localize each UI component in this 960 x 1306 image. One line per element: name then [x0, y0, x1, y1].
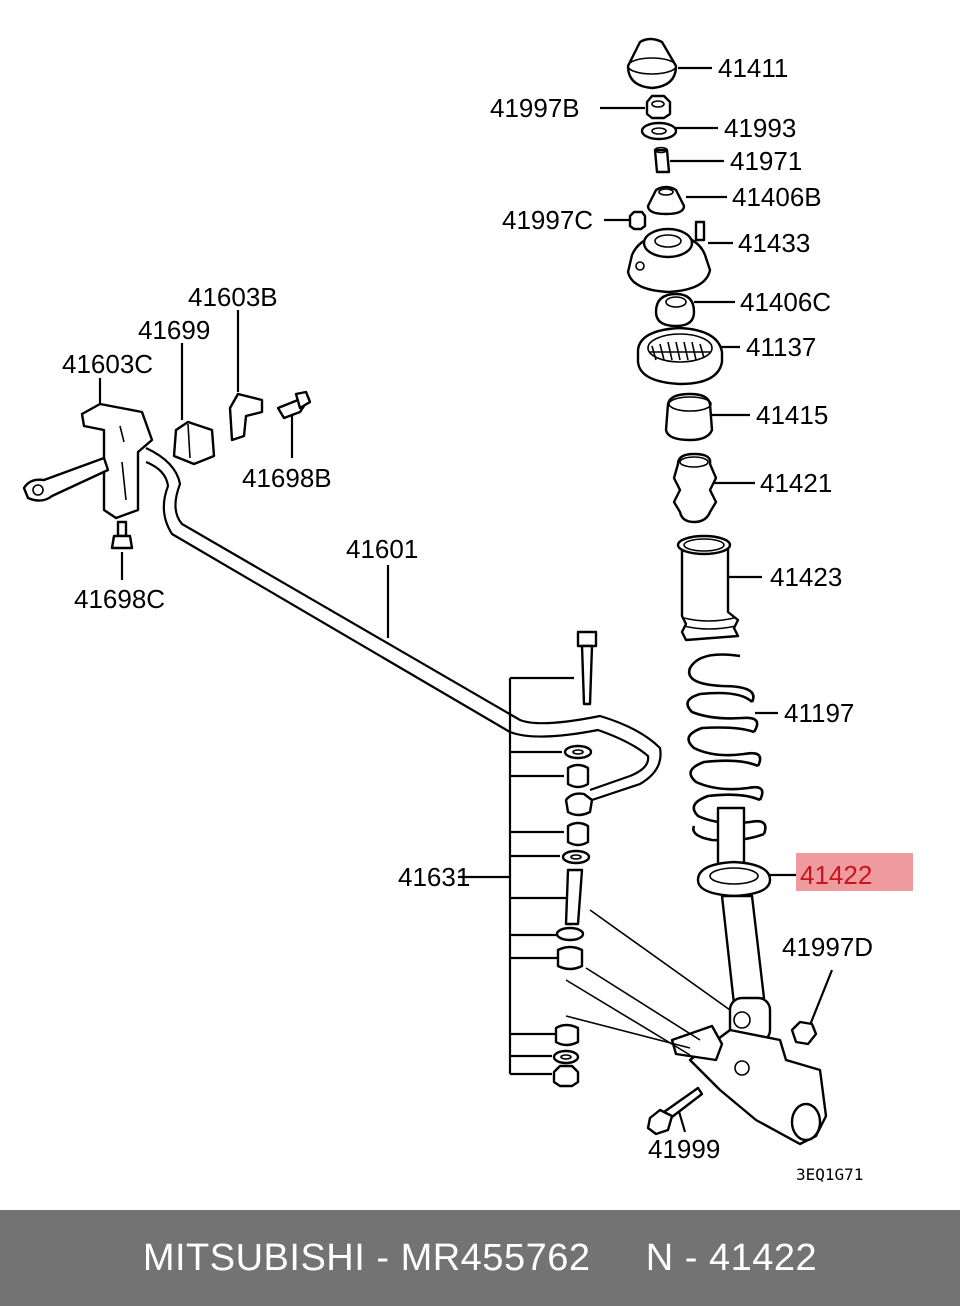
footer-bar: MITSUBISHI - MR455762 N - 41422 [0, 1210, 960, 1306]
label-41423: 41423 [770, 562, 842, 592]
label-41971: 41971 [730, 146, 802, 176]
label-41601: 41601 [346, 534, 418, 564]
upper-mount-41433 [626, 220, 712, 294]
nut-41997D [790, 1020, 818, 1046]
label-41631: 41631 [398, 862, 470, 892]
bump-stop-seat-41415 [664, 392, 714, 442]
link-parts [458, 630, 731, 1088]
stabilizer-bar-41601 [145, 447, 662, 802]
label-41999: 41999 [648, 1134, 720, 1164]
bushing-41406C [654, 292, 696, 328]
label-41698C: 41698C [74, 584, 165, 614]
nut-41997C [628, 210, 647, 231]
label-41698B: 41698B [242, 463, 332, 493]
part-number-caption: MITSUBISHI - MR455762 N - 41422 [142, 1236, 818, 1279]
left-bracket-assembly [22, 390, 312, 550]
parts-diagram: 41411 41997B 41993 41971 41406B 41997C 4… [22, 37, 913, 1184]
label-41137: 41137 [746, 332, 816, 362]
strut-assembly [626, 37, 828, 1146]
label-41997C: 41997C [502, 205, 593, 235]
dust-boot-41423 [676, 534, 740, 642]
label-41603C: 41603C [62, 349, 153, 379]
bump-cap-41411 [626, 37, 678, 90]
shock-absorber-41422 [696, 806, 772, 1044]
label-41411: 41411 [718, 53, 788, 83]
label-41997D: 41997D [782, 932, 873, 962]
bolt-41999 [646, 1086, 704, 1136]
washer-41993 [640, 121, 678, 141]
label-41415: 41415 [756, 400, 828, 430]
label-41422: 41422 [800, 860, 872, 890]
collar-41971 [653, 148, 671, 174]
label-41603B: 41603B [188, 282, 278, 312]
label-41699: 41699 [138, 315, 210, 345]
label-41433: 41433 [738, 228, 810, 258]
bushing-41406B [646, 185, 686, 216]
label-41421: 41421 [760, 468, 832, 498]
label-41406B: 41406B [732, 182, 822, 212]
label-41997B: 41997B [490, 93, 580, 123]
coil-spring-41197 [686, 653, 767, 842]
diagram-code: 3EQ1G71 [796, 1165, 863, 1184]
part-highlight-41422 [796, 853, 913, 891]
bearing-41137 [636, 326, 724, 386]
label-41993: 41993 [724, 113, 796, 143]
label-41406C: 41406C [740, 287, 831, 317]
part-labels: 41411 41997B 41993 41971 41406B 41997C 4… [62, 53, 873, 1184]
leader-lines [98, 66, 834, 1133]
bump-rubber-41421 [672, 452, 718, 524]
label-41197: 41197 [784, 698, 854, 728]
